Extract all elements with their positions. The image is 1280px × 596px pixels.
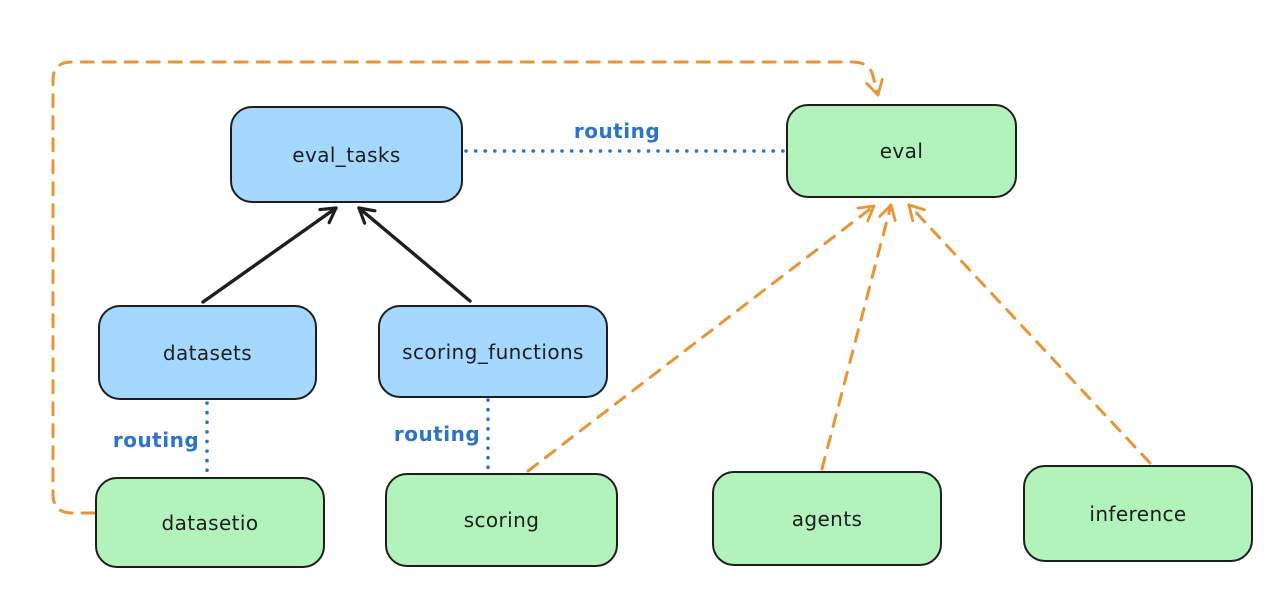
node-scoring: scoring <box>385 473 618 567</box>
routing-label-scoring-functions-scoring: routing <box>393 422 481 446</box>
edge-inference-to-eval <box>907 203 1152 465</box>
node-scoring-functions-label: scoring_functions <box>402 339 584 364</box>
node-inference-label: inference <box>1089 501 1187 526</box>
node-agents: agents <box>712 471 942 566</box>
edge-agents-to-eval <box>820 203 897 471</box>
node-datasetio-label: datasetio <box>161 510 259 535</box>
node-scoring-functions: scoring_functions <box>378 305 608 398</box>
node-datasets-label: datasets <box>162 340 253 365</box>
edge-datasets-to-eval-tasks <box>201 206 338 304</box>
node-inference: inference <box>1023 465 1253 562</box>
node-eval-tasks-label: eval_tasks <box>292 142 401 167</box>
node-eval-label: eval <box>879 139 924 163</box>
node-datasetio: datasetio <box>95 477 325 568</box>
routing-label-eval-tasks-eval: routing <box>573 119 661 143</box>
node-eval: eval <box>786 104 1017 198</box>
node-scoring-label: scoring <box>463 508 540 532</box>
node-eval-tasks: eval_tasks <box>230 106 463 203</box>
edge-scoring-functions-to-eval-tasks <box>357 206 472 303</box>
node-datasets: datasets <box>98 305 317 400</box>
routing-label-datasets-datasetio: routing <box>112 428 200 452</box>
node-agents-label: agents <box>791 506 863 531</box>
